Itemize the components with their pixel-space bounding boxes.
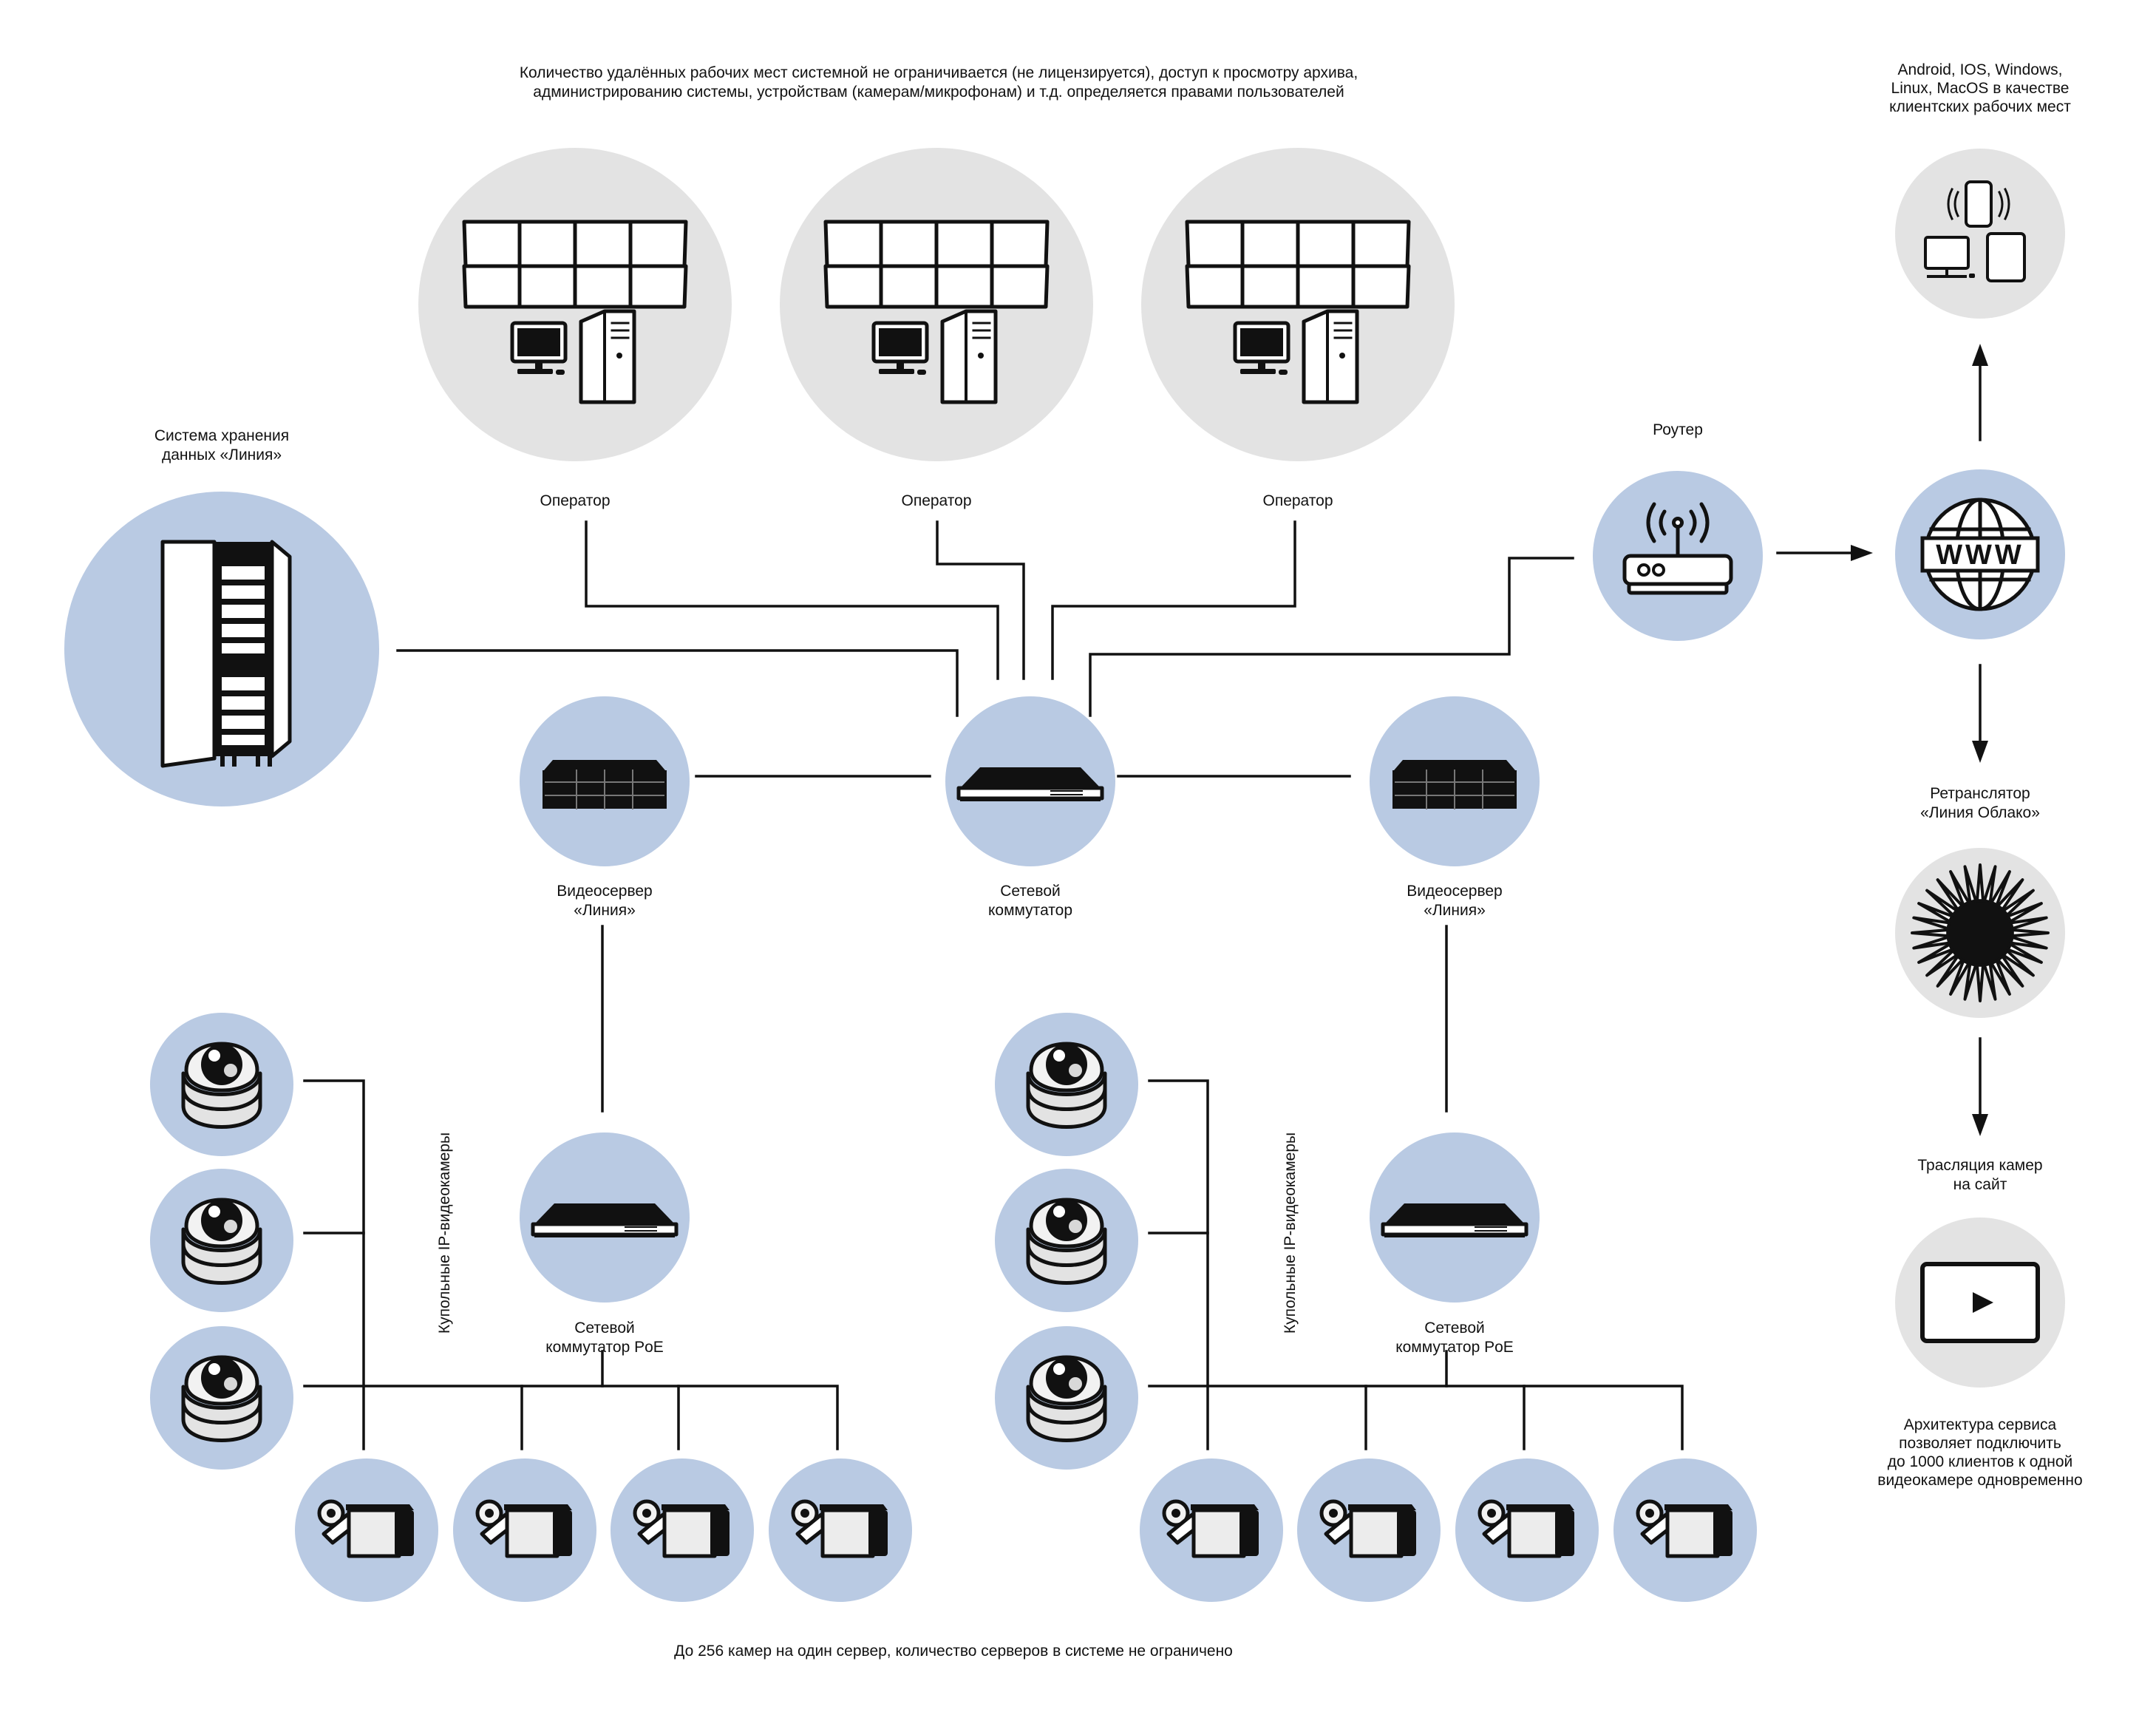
broadcast-label-2: на сайт xyxy=(1953,1176,2007,1193)
clients-note-line-2: Linux, MacOS в качестве xyxy=(1891,80,2070,97)
bottom-note: До 256 камер на один сервер, количество … xyxy=(674,1643,1233,1660)
operator-node-3: Оператор xyxy=(1141,148,1455,509)
operator-node-2: Оператор xyxy=(780,148,1093,509)
bullet-camera-node xyxy=(1297,1458,1441,1602)
dome-camera-icon xyxy=(1028,1044,1105,1127)
broadcast-label-1: Трасляция камер xyxy=(1917,1157,2042,1174)
camera-group-right: Купольные IP-видеокамеры xyxy=(995,1013,1757,1602)
router-node: Роутер xyxy=(1593,421,1763,641)
operator-label-1: Оператор xyxy=(540,492,610,509)
dome-camera-icon xyxy=(183,1357,260,1441)
video-server-left-label-2: «Линия» xyxy=(574,902,636,919)
clients-note-line-1: Android, IOS, Windows, xyxy=(1898,61,2063,78)
router-label: Роутер xyxy=(1653,421,1703,438)
top-note-line-2: администрированию системы, устройствам (… xyxy=(533,84,1344,101)
architecture-note-line-2: позволяет подключить xyxy=(1899,1435,2061,1452)
bullet-camera-node xyxy=(1455,1458,1599,1602)
dome-camera-icon xyxy=(183,1200,260,1283)
network-switch-node: Сетевой коммутатор xyxy=(945,696,1115,919)
video-server-node-right: Видеосервер «Линия» xyxy=(1370,696,1540,919)
poe-switch-icon xyxy=(533,1203,676,1237)
flow-arrows xyxy=(1776,344,1988,1136)
dome-camera-icon xyxy=(1028,1200,1105,1283)
video-server-icon xyxy=(542,759,667,809)
arrow-relay-to-broadcast xyxy=(1972,1037,1988,1136)
video-server-icon xyxy=(1392,759,1517,809)
poe-switch-left-label-1: Сетевой xyxy=(574,1320,635,1337)
dome-camera-node xyxy=(150,1169,293,1312)
dome-camera-node xyxy=(995,1013,1138,1156)
relay-node: Ретранслятор «Линия Облако» xyxy=(1895,785,2065,1018)
dome-cameras-label-left: Купольные IP-видеокамеры xyxy=(436,1132,453,1334)
arrow-internet-to-relay xyxy=(1972,664,1988,763)
dome-camera-node xyxy=(995,1169,1138,1312)
operator-node-1: Оператор xyxy=(418,148,732,509)
arrow-internet-to-clients xyxy=(1972,344,1988,441)
poe-switch-node-right: Сетевой коммутатор PoE xyxy=(1370,1132,1540,1356)
storage-node: Система хранения данных «Линия» xyxy=(64,427,379,806)
dome-camera-node xyxy=(150,1013,293,1156)
architecture-note-line-3: до 1000 клиентов к одной xyxy=(1888,1453,2073,1470)
video-server-node-left: Видеосервер «Линия» xyxy=(520,696,690,919)
switch-label-1: Сетевой xyxy=(1000,883,1061,900)
storage-label-line-1: Система хранения xyxy=(154,427,289,444)
dome-camera-icon xyxy=(1028,1357,1105,1441)
dome-camera-node xyxy=(995,1326,1138,1470)
bullet-camera-node xyxy=(295,1458,438,1602)
bullet-camera-node xyxy=(611,1458,754,1602)
operator-label-3: Оператор xyxy=(1262,492,1333,509)
storage-rack-icon xyxy=(163,542,290,767)
video-server-left-label-1: Видеосервер xyxy=(557,883,653,900)
clients-node: Android, IOS, Windows, Linux, MacOS в ка… xyxy=(1889,61,2071,319)
architecture-note-line-1: Архитектура сервиса xyxy=(1904,1416,2057,1433)
bullet-camera-node xyxy=(1140,1458,1283,1602)
www-text: WWW xyxy=(1936,540,2024,571)
broadcast-node: Трасляция камер на сайт xyxy=(1895,1157,2065,1388)
dome-cameras-label-right: Купольные IP-видеокамеры xyxy=(1282,1132,1299,1334)
dome-camera-icon xyxy=(183,1044,260,1127)
arrow-router-to-internet xyxy=(1776,545,1873,561)
relay-label-2: «Линия Облако» xyxy=(1920,804,2040,821)
poe-switch-node-left: Сетевой коммутатор PoE xyxy=(520,1132,690,1356)
poe-switch-left-label-2: коммутатор PoE xyxy=(545,1339,664,1356)
camera-group-left: Купольные IP-видеокамеры xyxy=(150,1013,912,1602)
internet-node: WWW xyxy=(1895,469,2065,639)
clients-note-line-3: клиентских рабочих мест xyxy=(1889,98,2071,115)
switch-label-2: коммутатор xyxy=(988,902,1072,919)
storage-label-line-2: данных «Линия» xyxy=(162,446,282,463)
bullet-camera-node xyxy=(1613,1458,1757,1602)
video-player-icon xyxy=(1922,1264,2038,1341)
relay-label-1: Ретранслятор xyxy=(1930,785,2030,802)
video-server-right-label-1: Видеосервер xyxy=(1407,883,1503,900)
architecture-note: Архитектура сервиса позволяет подключить… xyxy=(1877,1416,2082,1489)
architecture-note-line-4: видеокамере одновременно xyxy=(1877,1472,2082,1489)
operator-label-2: Оператор xyxy=(901,492,971,509)
bullet-camera-node xyxy=(769,1458,912,1602)
top-note-line-1: Количество удалённых рабочих мест систем… xyxy=(520,64,1358,81)
poe-switch-icon xyxy=(1383,1203,1526,1237)
connection-lines xyxy=(303,520,1684,1450)
dome-camera-node xyxy=(150,1326,293,1470)
bullet-camera-node xyxy=(453,1458,596,1602)
poe-switch-right-label-1: Сетевой xyxy=(1424,1320,1485,1337)
video-server-right-label-2: «Линия» xyxy=(1424,902,1486,919)
network-switch-icon xyxy=(959,767,1102,801)
poe-switch-right-label-2: коммутатор PoE xyxy=(1395,1339,1514,1356)
